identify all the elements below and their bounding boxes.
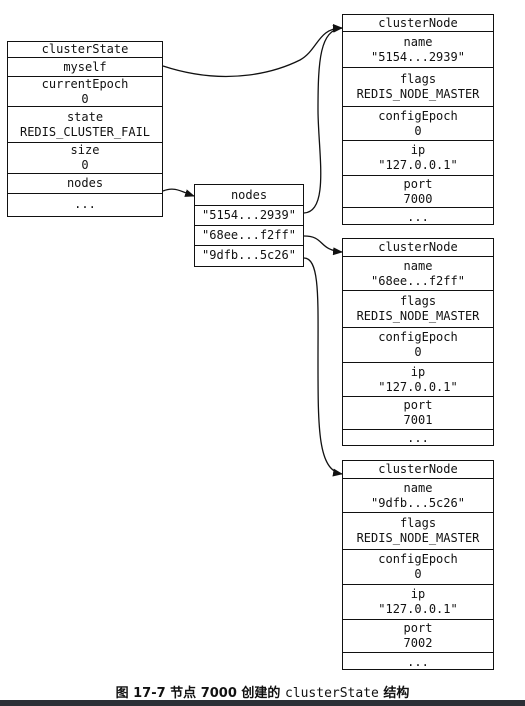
cluster-node-ip-field: ip"127.0.0.1" — [343, 585, 493, 620]
nodes-dict-key: "68ee...f2ff" — [195, 226, 303, 246]
cluster-node-name-field: name"5154...2939" — [343, 32, 493, 68]
cluster-state-myself-field: myself — [8, 58, 162, 77]
cluster-node-ellipsis: ... — [407, 654, 429, 669]
cluster-node-ip-field: ip"127.0.0.1" — [343, 363, 493, 397]
cluster-node-ellipsis: ... — [407, 209, 429, 224]
cluster-state-title: clusterState — [8, 42, 162, 58]
arrow-key-68ee-to-node-7001 — [303, 235, 343, 256]
cluster-node-ip-field: ip"127.0.0.1" — [343, 141, 493, 176]
nodes-dict-key: "9dfb...5c26" — [202, 248, 296, 262]
nodes-dict-key: "5154...2939" — [195, 206, 303, 226]
cluster-node-ellipsis: ... — [407, 431, 429, 445]
arrow-nodes-field-to-dict — [162, 188, 195, 197]
nodes-dict-box: nodes "5154...2939" "68ee...f2ff" "9dfb.… — [194, 184, 304, 267]
cluster-node-title: clusterNode — [343, 239, 493, 257]
arrow-key-5154-to-node-7000 — [303, 24, 343, 214]
nodes-dict-title: nodes — [195, 185, 303, 206]
cluster-state-ellipsis: ... — [74, 197, 96, 211]
cluster-state-nodes-field: nodes — [8, 174, 162, 194]
cluster-node-name-field: name"68ee...f2ff" — [343, 257, 493, 291]
bottom-bar — [0, 700, 525, 706]
arrow-key-9dfb-to-node-7002 — [303, 257, 343, 477]
figure-caption: 图 17-7 节点 7000 创建的 clusterState 结构 — [115, 686, 410, 701]
arrow-myself-to-node-7000 — [162, 24, 343, 78]
cluster-node-title: clusterNode — [343, 15, 493, 32]
cluster-node-title: clusterNode — [343, 461, 493, 479]
cluster-node-name-field: name"9dfb...5c26" — [343, 479, 493, 513]
